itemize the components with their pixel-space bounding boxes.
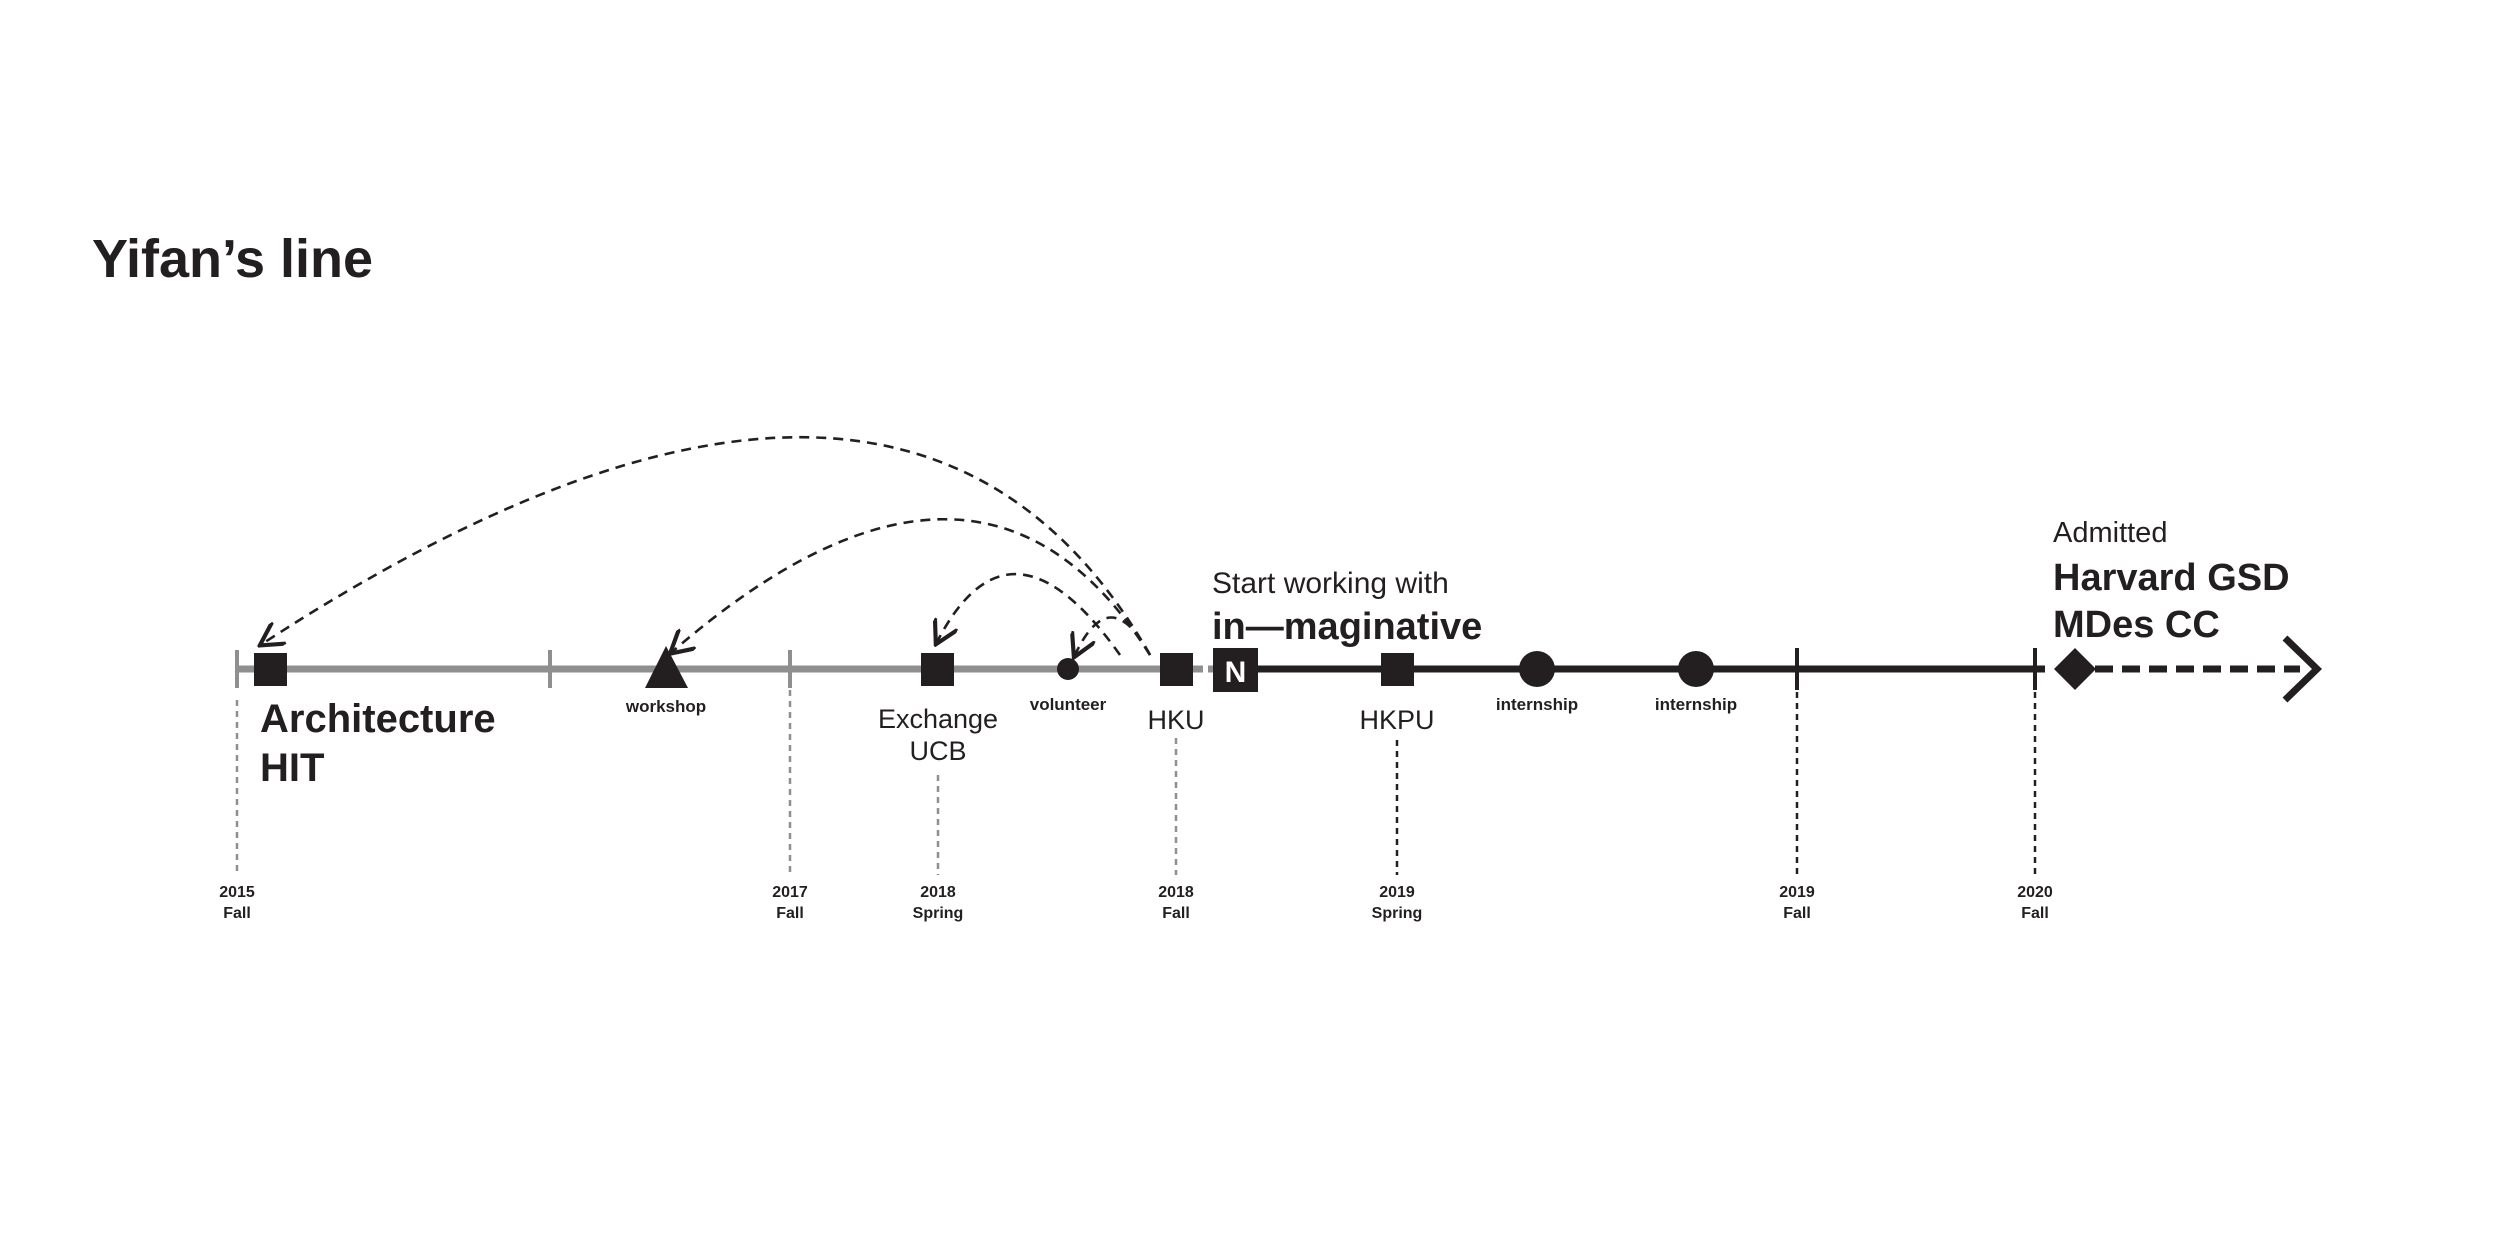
architecture-square-icon <box>254 653 287 686</box>
label-internship-2: internship <box>1655 695 1737 714</box>
label-hit: HIT <box>260 746 324 790</box>
page-title: Yifan’s line <box>92 229 373 289</box>
label-workshop: workshop <box>625 697 706 716</box>
company-logo-icon <box>1213 648 1258 692</box>
date-year: 2015 <box>219 884 255 901</box>
date-term: Spring <box>913 905 964 922</box>
arc-to-architecture <box>262 435 1152 656</box>
label-hku: HKU <box>1147 705 1204 735</box>
harvard-diamond-icon <box>2054 648 2096 690</box>
hkpu-square-icon <box>1381 653 1414 686</box>
date-year: 2019 <box>1779 884 1815 901</box>
date-year: 2017 <box>772 884 808 901</box>
label-admitted: Admitted <box>2053 517 2167 549</box>
label-harvard: Harvard GSD <box>2053 557 2290 599</box>
date-term: Fall <box>1162 905 1190 922</box>
internship-2-dot-icon <box>1678 651 1714 687</box>
label-architecture: Architecture <box>260 697 496 741</box>
arc-to-exchange <box>937 572 1122 656</box>
date-year: 2020 <box>2017 884 2053 901</box>
date-term: Fall <box>1783 905 1811 922</box>
date-term: Fall <box>776 905 804 922</box>
company-logo-glyph: N <box>1225 656 1247 689</box>
label-start-working: Start working with <box>1212 567 1449 600</box>
workshop-triangle-icon <box>645 646 688 688</box>
label-company: in—maginative <box>1212 606 1482 648</box>
date-term: Fall <box>2021 905 2049 922</box>
label-mdes: MDes CC <box>2053 604 2220 646</box>
date-term: Spring <box>1372 905 1423 922</box>
arc-to-volunteer <box>1075 616 1152 656</box>
label-hkpu: HKPU <box>1359 705 1434 735</box>
date-year: 2018 <box>1158 884 1194 901</box>
exchange-square-icon <box>921 653 954 686</box>
label-volunteer: volunteer <box>1030 695 1107 714</box>
arc-to-workshop <box>672 517 1152 655</box>
timeline-end-arrow-icon <box>2282 635 2323 703</box>
volunteer-dot-icon <box>1057 658 1079 680</box>
internship-1-dot-icon <box>1519 651 1555 687</box>
date-year: 2018 <box>920 884 956 901</box>
date-term: Fall <box>223 905 251 922</box>
label-internship-1: internship <box>1496 695 1578 714</box>
label-exchange: Exchange <box>878 704 998 734</box>
label-ucb: UCB <box>909 736 966 766</box>
hku-square-icon <box>1160 653 1193 686</box>
date-year: 2019 <box>1379 884 1415 901</box>
